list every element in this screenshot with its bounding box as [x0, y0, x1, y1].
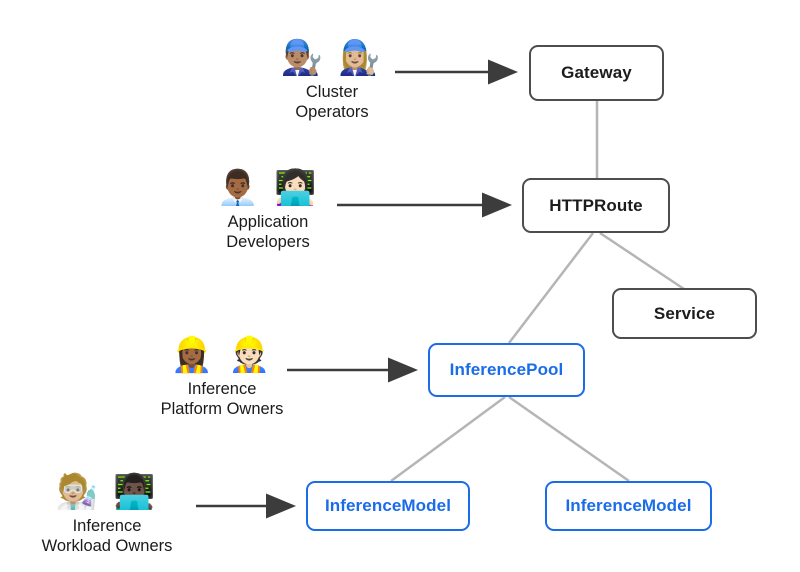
construction-workers-emoji-icon: 👷🏾‍♀️ 👷🏻 [170, 336, 274, 374]
persona-application-developers: 👨🏾‍💼 👩🏻‍💻 Application Developers [156, 166, 380, 252]
persona-label-line1: Inference [72, 517, 142, 535]
persona-label-line1: Cluster [305, 83, 359, 101]
persona-label-line2: Operators [295, 103, 369, 122]
scientist-technologist-emoji-icon: 🧑🏼‍🔬 👨🏿‍💻 [55, 473, 159, 511]
node-label: Gateway [561, 63, 632, 82]
persona-label-line2: Platform Owners [160, 400, 284, 419]
edge-httproute-inferencepool [508, 232, 594, 344]
node-inferencemodel-2: InferenceModel [545, 481, 712, 531]
persona-inference-platform-owners: 👷🏾‍♀️ 👷🏻 Inference Platform Owners [110, 333, 334, 419]
node-inferencemodel-1: InferenceModel [306, 481, 470, 531]
persona-label-line2: Workload Owners [41, 537, 173, 556]
persona-label: Inference Workload Owners [42, 516, 173, 556]
persona-cluster-operators: 👨🏽‍🔧 👩🏼‍🔧 Cluster Operators [220, 36, 444, 122]
persona-label: Inference Platform Owners [161, 379, 284, 419]
node-label: HTTPRoute [549, 195, 643, 215]
persona-label-line2: Developers [226, 233, 310, 252]
persona-label: Cluster Operators [295, 82, 368, 122]
node-label: Service [653, 303, 716, 323]
persona-label-line1: Inference [187, 380, 257, 398]
edge-httproute-service [599, 231, 685, 291]
node-service: Service [612, 288, 757, 339]
node-inferencepool: InferencePool [428, 343, 585, 397]
node-label: InferenceModel [565, 496, 692, 515]
node-gateway: Gateway [529, 45, 664, 101]
node-httproute: HTTPRoute [522, 178, 670, 233]
persona-inference-workload-owners: 🧑🏼‍🔬 👨🏿‍💻 Inference Workload Owners [0, 470, 219, 556]
persona-label: Application Developers [226, 212, 309, 252]
mechanics-emoji-icon: 👨🏽‍🔧 👩🏼‍🔧 [280, 39, 384, 77]
edge-inferencepool-inferencemodel-2 [508, 395, 630, 483]
node-label: InferenceModel [324, 496, 452, 515]
node-label: InferencePool [449, 360, 564, 379]
edge-inferencepool-inferencemodel-1 [390, 395, 506, 483]
developers-emoji-icon: 👨🏾‍💼 👩🏻‍💻 [216, 169, 320, 207]
persona-label-line1: Application [227, 213, 309, 231]
